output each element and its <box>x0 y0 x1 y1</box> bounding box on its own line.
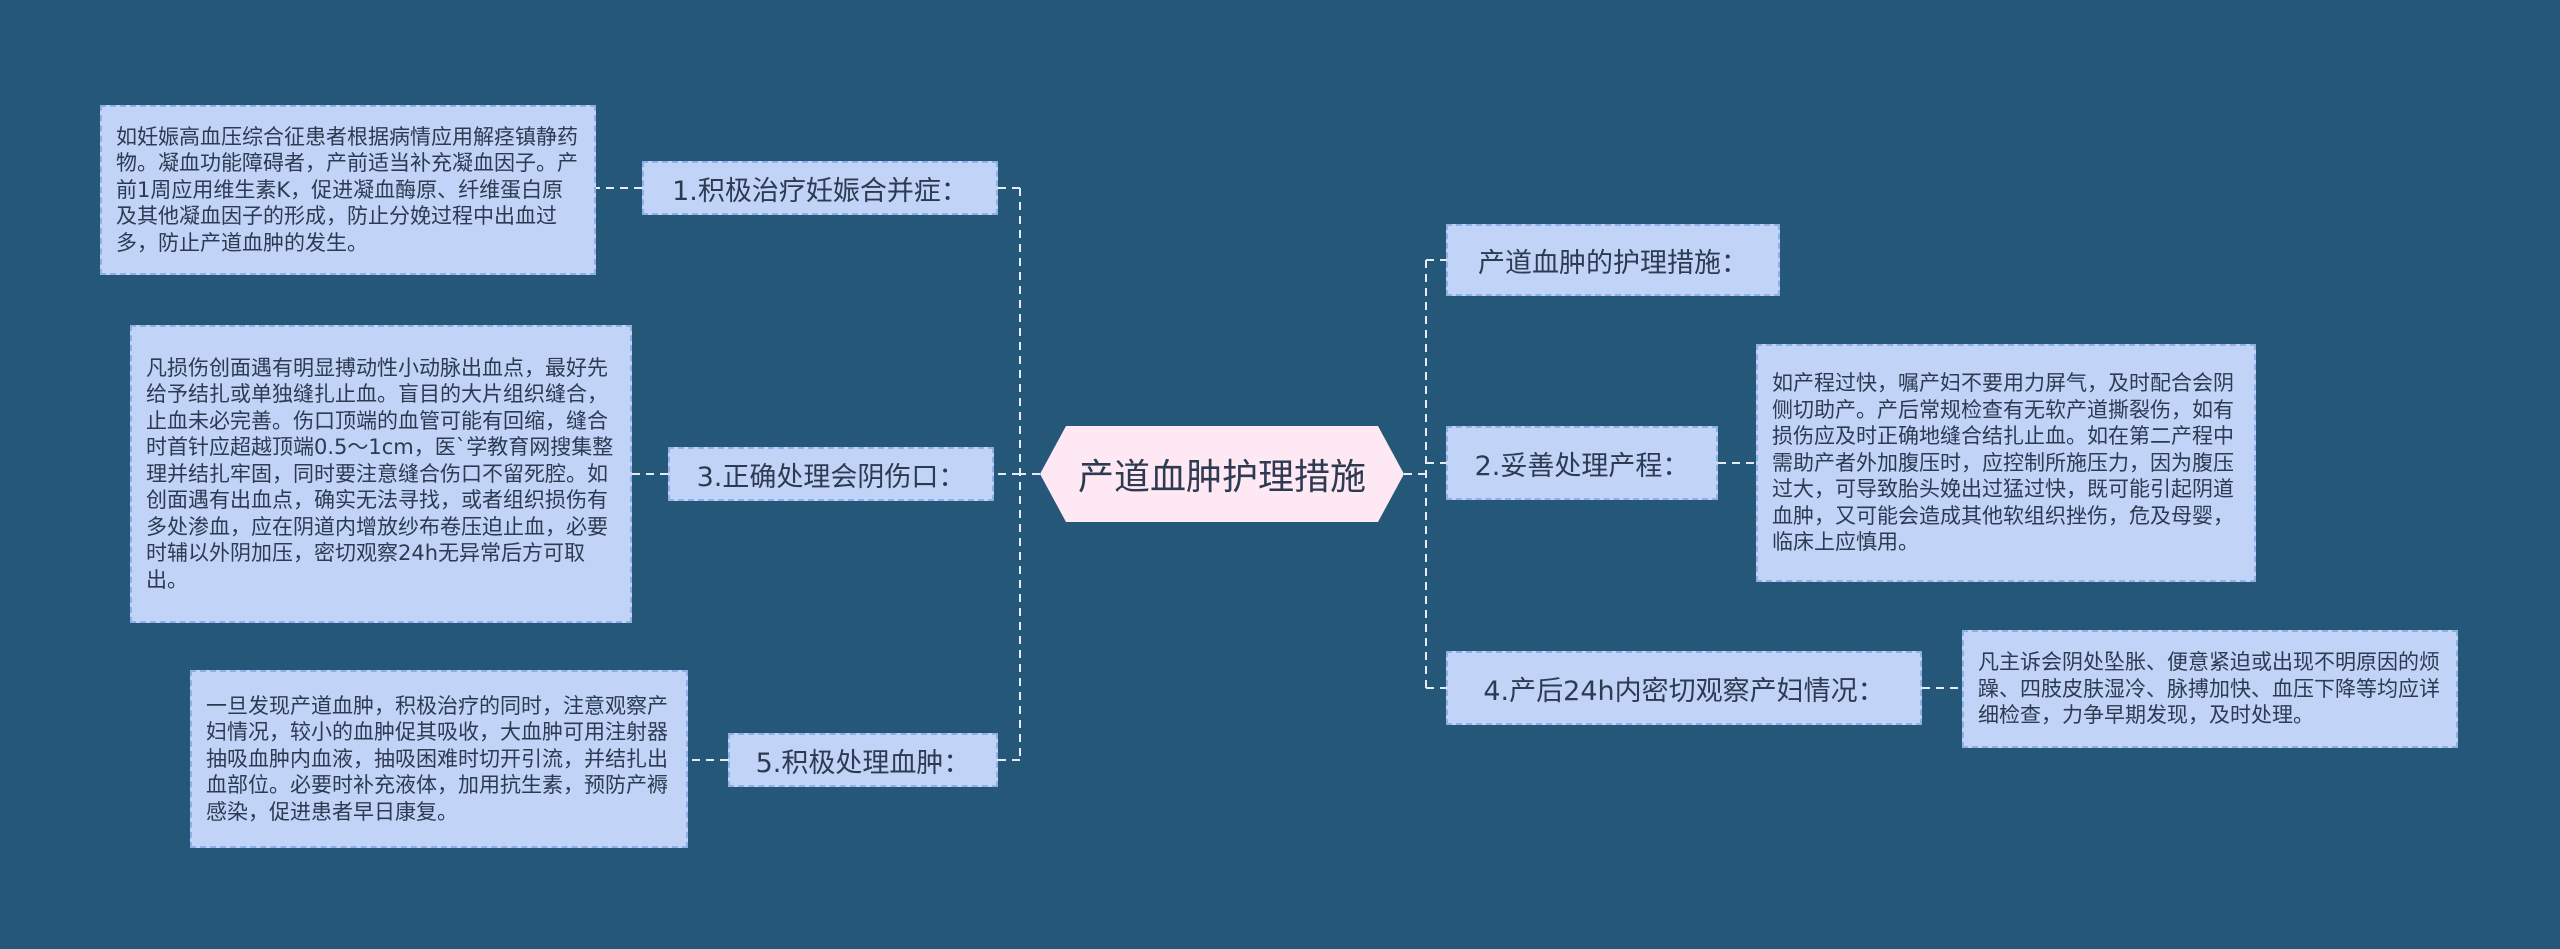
branch-node-1[interactable]: 1.积极治疗妊娠合并症： <box>642 161 998 215</box>
detail-node-2[interactable]: 如产程过快，嘱产妇不要用力屏气，及时配合会阴侧切助产。产后常规检查有无软产道撕裂… <box>1756 344 2256 582</box>
branch-node-2[interactable]: 2.妥善处理产程： <box>1446 426 1718 500</box>
branch-label: 3.正确处理会阴伤口： <box>696 461 966 493</box>
root-title: 产道血肿护理措施 <box>1077 457 1366 498</box>
branch-node-4[interactable]: 4.产后24h内密切观察产妇情况： <box>1446 651 1922 725</box>
branch-node-5[interactable]: 5.积极处理血肿： <box>728 733 998 787</box>
detail-node-5[interactable]: 一旦发现产道血肿，积极治疗的同时，注意观察产妇情况，较小的血肿促其吸收，大血肿可… <box>190 670 688 848</box>
detail-text: 凡损伤创面遇有明显搏动性小动脉出血点，最好先给予结扎或单独缝扎止血。盲目的大片组… <box>146 355 614 592</box>
branch-label: 4.产后24h内密切观察产妇情况： <box>1483 675 1885 707</box>
branch-node-r0[interactable]: 产道血肿的护理措施： <box>1446 224 1780 296</box>
detail-node-4[interactable]: 凡主诉会阴处坠胀、便意紧迫或出现不明原因的烦躁、四肢皮肤湿冷、脉搏加快、血压下降… <box>1962 630 2458 748</box>
detail-text: 如产程过快，嘱产妇不要用力屏气，及时配合会阴侧切助产。产后常规检查有无软产道撕裂… <box>1772 371 2234 555</box>
detail-node-1[interactable]: 如妊娠高血压综合征患者根据病情应用解痉镇静药物。凝血功能障碍者，产前适当补充凝血… <box>100 105 596 275</box>
detail-text: 一旦发现产道血肿，积极治疗的同时，注意观察产妇情况，较小的血肿促其吸收，大血肿可… <box>206 693 668 824</box>
detail-text: 凡主诉会阴处坠胀、便意紧迫或出现不明原因的烦躁、四肢皮肤湿冷、脉搏加快、血压下降… <box>1978 650 2440 728</box>
branch-label: 5.积极处理血肿： <box>755 747 971 779</box>
branch-label: 1.积极治疗妊娠合并症： <box>672 175 968 207</box>
branch-label: 2.妥善处理产程： <box>1474 450 1690 482</box>
root-node[interactable]: 产道血肿护理措施 <box>1040 426 1404 522</box>
detail-node-3[interactable]: 凡损伤创面遇有明显搏动性小动脉出血点，最好先给予结扎或单独缝扎止血。盲目的大片组… <box>130 325 632 623</box>
detail-text: 如妊娠高血压综合征患者根据病情应用解痉镇静药物。凝血功能障碍者，产前适当补充凝血… <box>116 124 578 255</box>
branch-label: 产道血肿的护理措施： <box>1478 247 1748 279</box>
branch-node-3[interactable]: 3.正确处理会阴伤口： <box>668 447 994 501</box>
